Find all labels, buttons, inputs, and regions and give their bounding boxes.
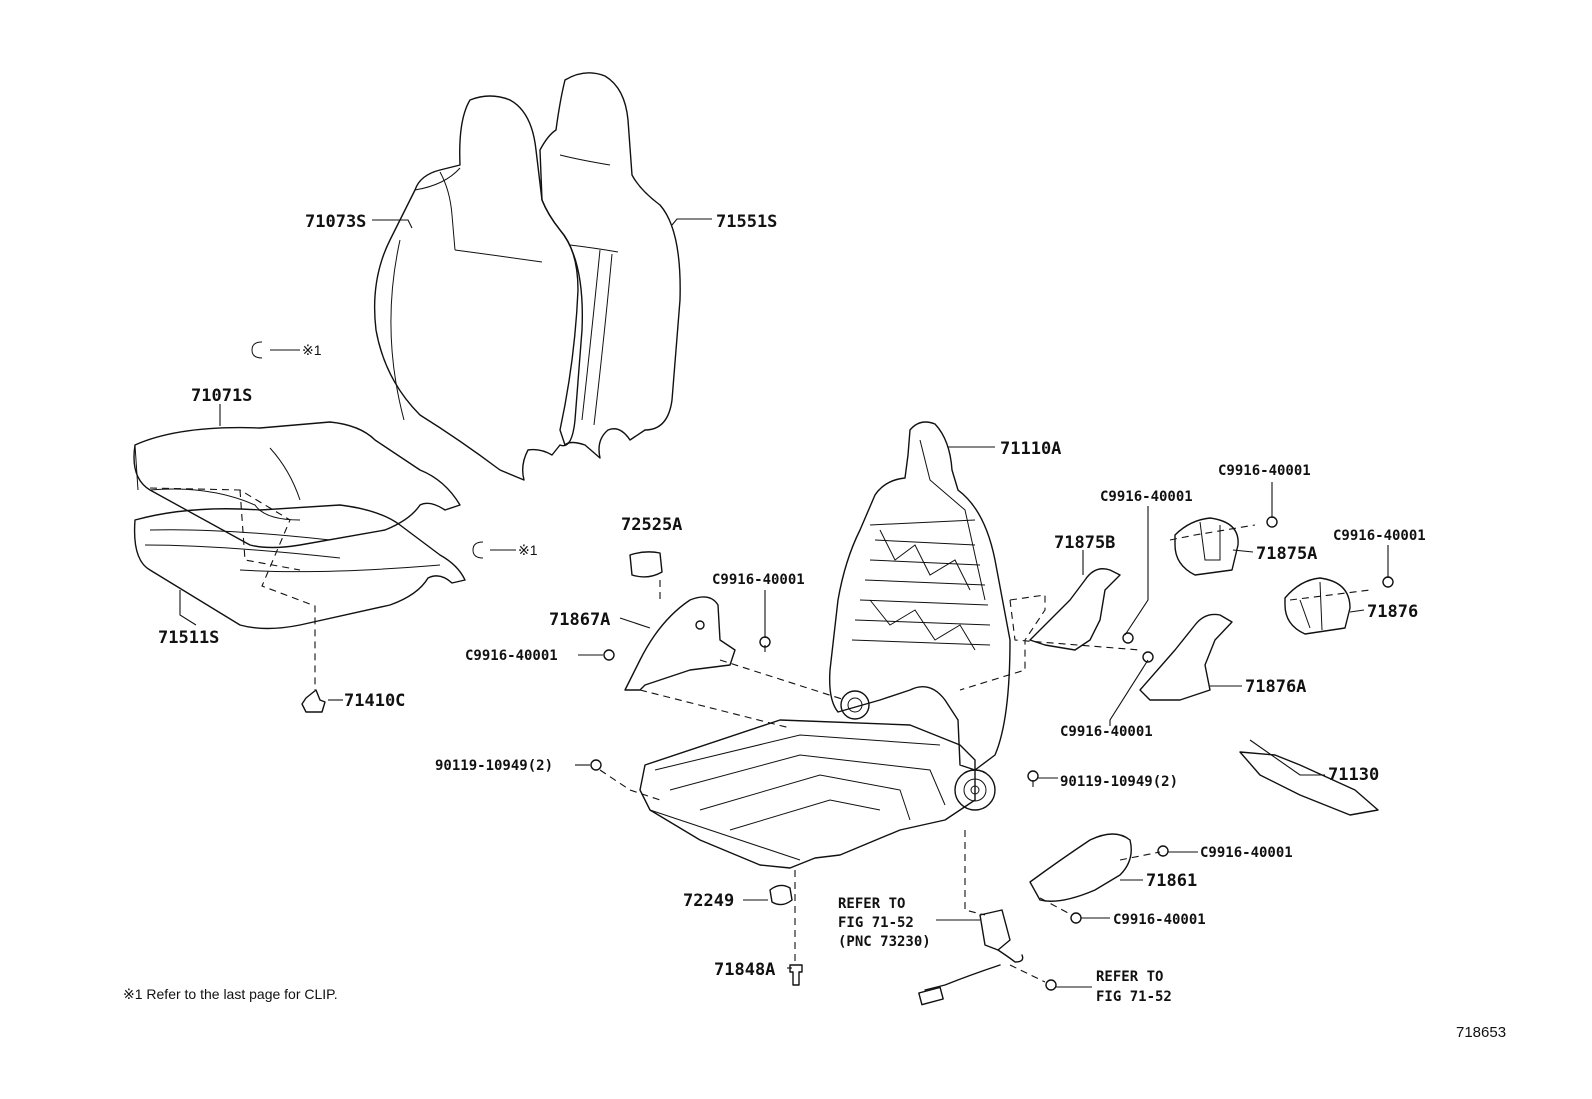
assembly-lines [599, 524, 1371, 983]
seat-back-pad [539, 72, 681, 459]
part-71861 [1029, 833, 1132, 902]
seat-cushion-cover [133, 421, 461, 549]
part-71130 [1239, 751, 1379, 816]
label-72249: 72249 [683, 891, 734, 911]
label-71861: 71861 [1146, 871, 1197, 891]
seat-back-cover [373, 95, 584, 481]
seat-cushion-frame [639, 719, 996, 869]
part-72249 [769, 884, 793, 906]
label-71876A: 71876A [1245, 677, 1306, 697]
part-71876A [1139, 613, 1233, 701]
label-refer-to: REFER TO [838, 896, 905, 912]
label-71410C: 71410C [344, 691, 405, 711]
label-c9916-40001: C9916-40001 [1200, 845, 1293, 861]
part-71875A [1174, 517, 1239, 576]
label-refer-fig: FIG 71-52 [1096, 989, 1172, 1005]
label-71875B: 71875B [1054, 533, 1115, 553]
label-c9916-40001: C9916-40001 [1218, 463, 1311, 479]
part-71875B [1029, 568, 1121, 651]
label-refer-fig: FIG 71-52 [838, 915, 914, 931]
label-c9916-40001: C9916-40001 [712, 572, 805, 588]
label-71551S: 71551S [716, 212, 777, 232]
label-71071S: 71071S [191, 386, 252, 406]
label-c9916-40001: C9916-40001 [1113, 912, 1206, 928]
label-71867A: 71867A [549, 610, 610, 630]
label-71130: 71130 [1328, 765, 1379, 785]
part-71876 [1284, 577, 1351, 635]
part-71410C [301, 689, 326, 713]
part-72525A [629, 551, 663, 578]
label-c9916-40001: C9916-40001 [1333, 528, 1426, 544]
label-90119-10949: 90119-10949(2) [435, 758, 553, 774]
label-71110A: 71110A [1000, 439, 1061, 459]
part-71848A [789, 964, 803, 986]
label-clip-ref: ※1 [518, 542, 538, 558]
clip-icon [251, 341, 263, 359]
label-c9916-40001: C9916-40001 [465, 648, 558, 664]
label-clip-ref: ※1 [302, 342, 322, 358]
label-71848A: 71848A [714, 960, 775, 980]
figure-code: 718653 [1456, 1024, 1506, 1041]
part-labels: 71073S 71551S 71071S 71511S 71410C ※1 ※1… [158, 212, 1426, 1005]
label-90119-10949: 90119-10949(2) [1060, 774, 1178, 790]
label-c9916-40001: C9916-40001 [1100, 489, 1193, 505]
cushion-hidden-lines [149, 487, 316, 690]
seat-cushion-pad [133, 504, 466, 630]
label-71875A: 71875A [1256, 544, 1317, 564]
seat-back-frame [828, 421, 1011, 771]
buckle [979, 909, 1011, 951]
label-72525A: 72525A [621, 515, 682, 535]
footnote: ※1 Refer to the last page for CLIP. [123, 986, 338, 1002]
label-71073S: 71073S [305, 212, 366, 232]
leader-lines [179, 218, 1389, 988]
part-71867A [624, 596, 736, 691]
label-71511S: 71511S [158, 628, 219, 648]
label-refer-to: REFER TO [1096, 969, 1163, 985]
buckle-cable [924, 949, 1024, 991]
clip-icon [472, 541, 484, 559]
label-refer-pnc: (PNC 73230) [838, 934, 931, 950]
connector [918, 986, 944, 1006]
label-71876: 71876 [1367, 602, 1418, 622]
label-c9916-40001: C9916-40001 [1060, 724, 1153, 740]
